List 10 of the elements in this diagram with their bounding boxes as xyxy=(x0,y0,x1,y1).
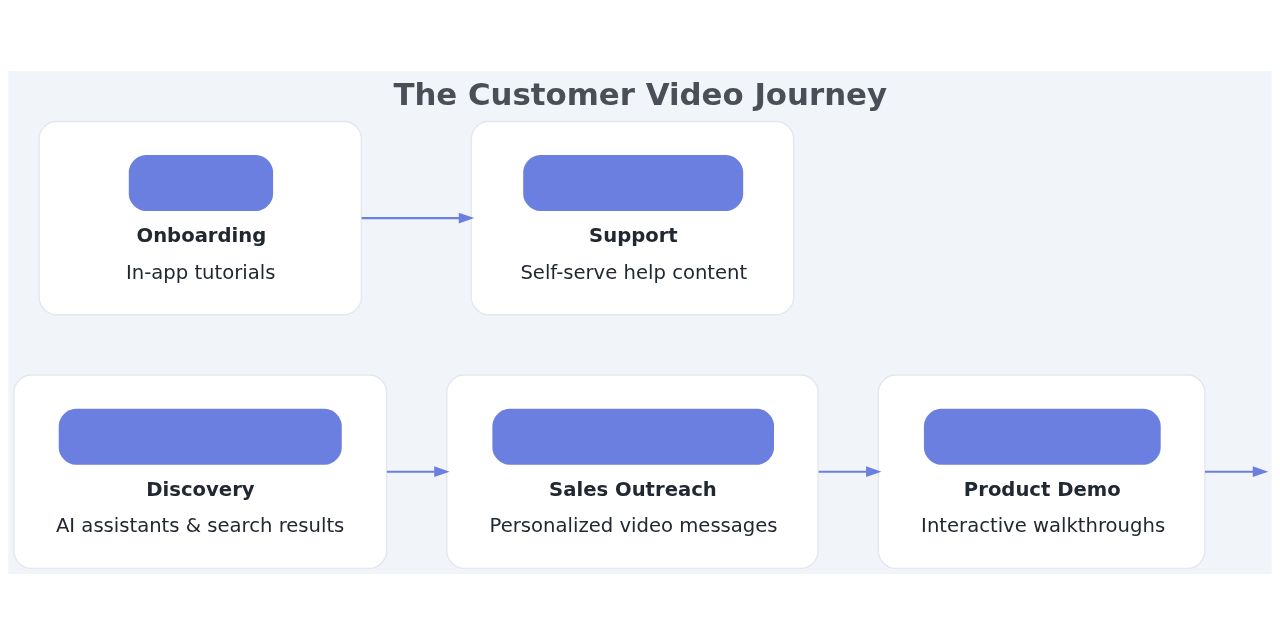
arrow xyxy=(386,465,450,477)
arrow xyxy=(818,465,882,477)
arrow xyxy=(1205,465,1269,477)
node-box: Product Demo Interactive walkthroughs xyxy=(877,373,1206,569)
node-box: Sales Outreach Personalized video messages xyxy=(446,373,819,569)
arrow xyxy=(361,212,475,223)
node-box: Discovery AI assistants & search results xyxy=(13,373,388,569)
node-box: Onboarding In-app tutorials xyxy=(38,120,363,315)
node-box: Support Self-serve help content xyxy=(470,120,795,315)
diagram-title: The Customer Video Journey xyxy=(393,75,888,112)
